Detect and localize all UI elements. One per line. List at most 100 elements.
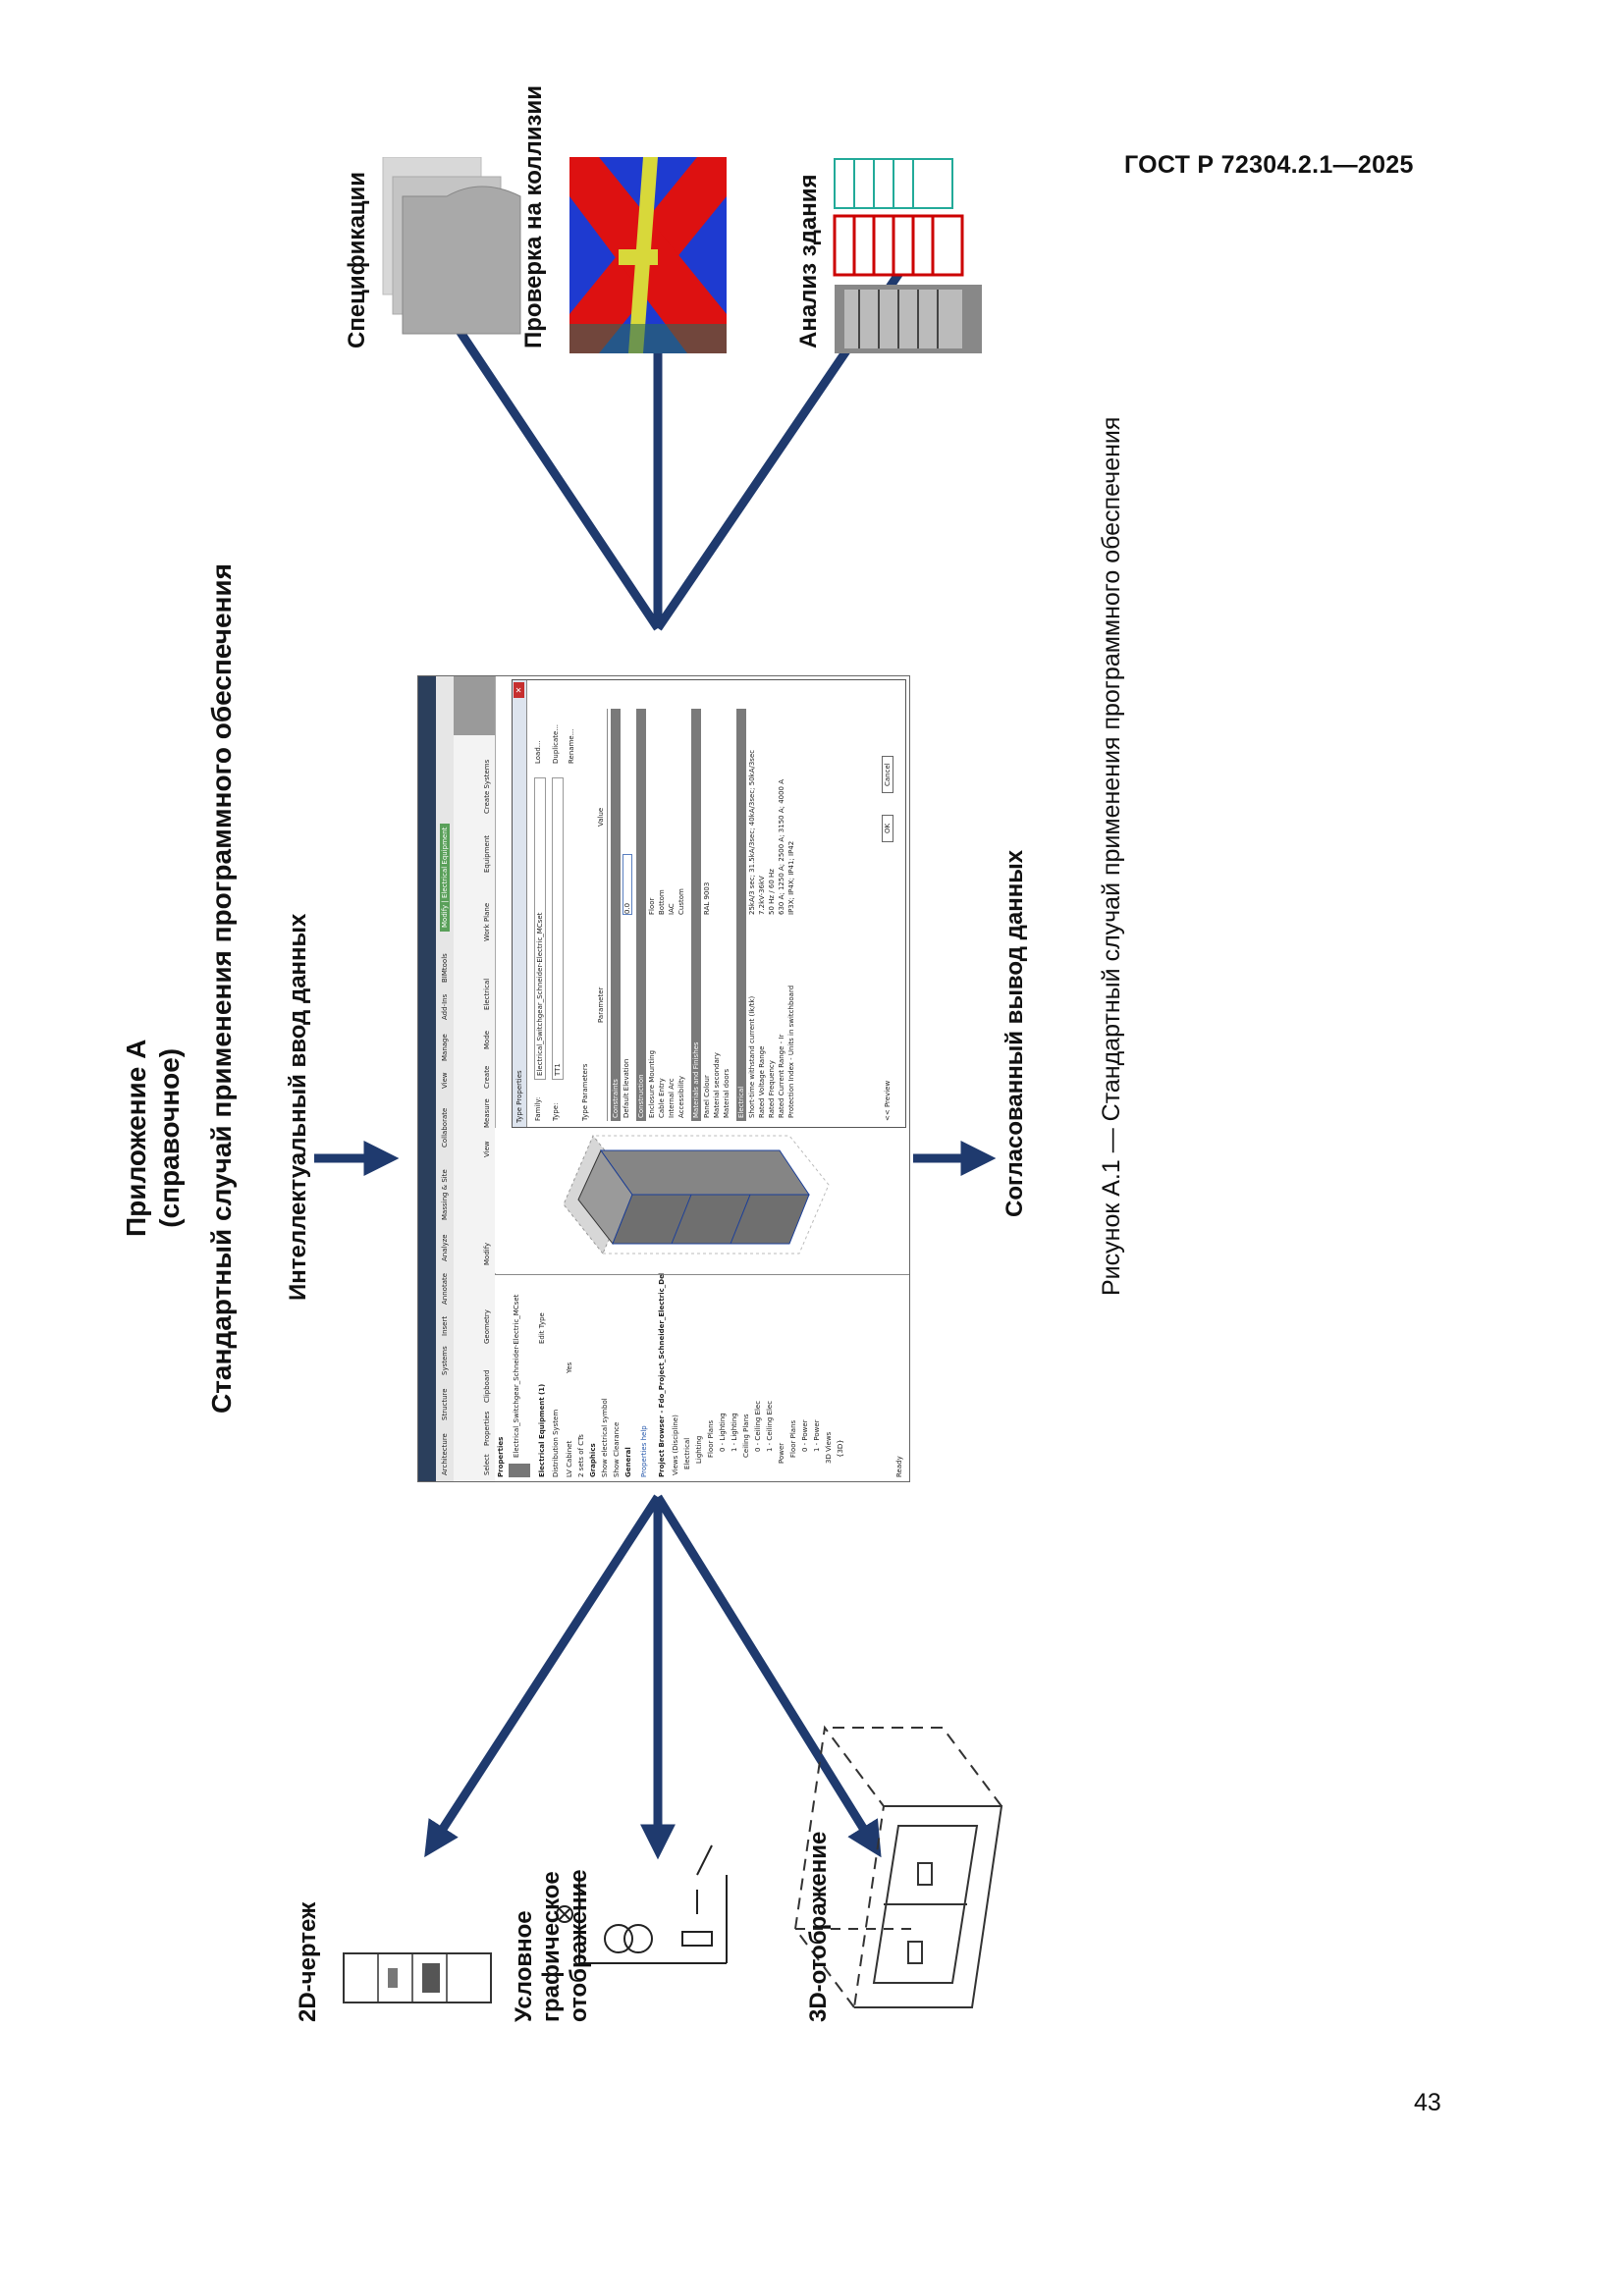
document-standard-code: ГОСТ Р 72304.2.1—2025 — [1124, 151, 1414, 179]
browser-item[interactable]: Views (Discipline) — [672, 1415, 679, 1475]
browser-item[interactable]: Floor Plans — [789, 1419, 797, 1458]
param-row: Material secondary — [713, 1052, 721, 1118]
type-dropdown[interactable]: TT1 — [552, 777, 564, 1080]
ribbon-group[interactable]: Mode — [483, 1030, 491, 1049]
browser-item[interactable]: 3D Views — [825, 1431, 833, 1464]
family-name[interactable]: Electrical_Switchgear_Schneider-Electric… — [513, 1294, 520, 1458]
param-value[interactable]: 7.2kV-36kV — [758, 876, 766, 915]
type-properties-dialog: Type Properties ✕ Family: Electrical_Swi… — [512, 679, 906, 1128]
ribbon-group[interactable]: Create — [483, 1065, 491, 1089]
browser-item[interactable]: Floor Plans — [707, 1419, 715, 1458]
section-row: Electrical — [736, 709, 746, 1121]
browser-item[interactable]: 0 - Ceiling Elec — [754, 1400, 762, 1452]
ribbon-tab[interactable]: Massing & Site — [441, 1169, 449, 1220]
ribbon-tab[interactable]: Analyze — [441, 1234, 449, 1261]
browser-item[interactable]: 1 - Power — [813, 1419, 821, 1452]
arrow-to-2d — [424, 1494, 662, 1858]
properties-panel: Properties Electrical_Switchgear_Schneid… — [495, 1184, 909, 1481]
prop-row: Show Clearance — [613, 1421, 621, 1477]
prop-row: Graphics — [589, 1443, 597, 1477]
ribbon-group[interactable]: Clipboard — [483, 1369, 491, 1403]
ribbon-group[interactable]: Measure — [483, 1098, 491, 1128]
label-2d-drawing: 2D-чертеж — [295, 1901, 321, 2022]
cancel-button[interactable]: Cancel — [882, 756, 893, 793]
figure-subtitle: Стандартный случай применения программно… — [206, 563, 237, 1414]
ribbon-group[interactable]: Select — [483, 1454, 491, 1475]
browser-item[interactable]: 1 - Lighting — [731, 1413, 738, 1452]
param-value[interactable]: IP3X; IP4X; IP41; IP42 — [787, 840, 795, 915]
param-row: Default Elevation — [623, 1058, 630, 1118]
browser-item[interactable]: Lighting — [695, 1435, 703, 1464]
param-value[interactable]: 50 Hz / 60 Hz — [768, 869, 776, 915]
ribbon-tab[interactable]: View — [441, 1072, 449, 1089]
browser-item[interactable]: Ceiling Plans — [742, 1414, 750, 1458]
ribbon-group[interactable]: Geometry — [483, 1309, 491, 1344]
param-value[interactable]: 25kA/3 sec; 31.5kA/3sec; 40kA/3sec; 50kA… — [748, 749, 756, 915]
prop-row: LV Cabinet — [566, 1440, 573, 1477]
edit-type-button[interactable]: Edit Type — [538, 1312, 546, 1344]
ribbon-tab[interactable]: Add-Ins — [441, 993, 449, 1020]
output-label: Согласованный вывод данных — [1001, 849, 1028, 1217]
ribbon-tab[interactable]: BIMtools — [441, 953, 449, 983]
dialog-close-icon[interactable]: ✕ — [514, 682, 524, 698]
ribbon-group[interactable]: Equipment — [483, 835, 491, 873]
browser-item[interactable]: 0 - Power — [801, 1419, 809, 1452]
label-specifications: Спецификации — [344, 171, 370, 348]
prop-row: Show electrical symbol — [601, 1398, 609, 1477]
browser-item[interactable]: Power — [778, 1442, 785, 1464]
ribbon-group[interactable]: Electrical — [483, 978, 491, 1010]
properties-help-link[interactable]: Properties help — [640, 1425, 648, 1477]
browser-item[interactable]: Electrical — [683, 1437, 691, 1469]
status-bar: Ready — [895, 1456, 903, 1477]
param-value[interactable]: RAL 9003 — [703, 881, 711, 915]
browser-item[interactable]: 1 - Ceiling Elec — [766, 1400, 774, 1452]
browser-item[interactable]: {3D} — [837, 1439, 844, 1458]
ribbon-tabs: Architecture Structure Systems Insert An… — [436, 676, 455, 1481]
section-row: Materials and Finishes — [691, 709, 701, 1121]
ribbon-group[interactable]: Properties — [483, 1411, 491, 1446]
label-building-analysis: Анализ здания — [795, 174, 822, 348]
page-number: 43 — [1414, 2089, 1441, 2116]
browser-item[interactable]: 0 - Lighting — [719, 1413, 727, 1452]
ribbon-tab[interactable]: Systems — [441, 1346, 449, 1375]
col-parameter: Parameter — [597, 987, 605, 1023]
dialog-title: Type Properties — [515, 1070, 523, 1123]
type-parameters-label: Type Parameters — [581, 1063, 589, 1121]
family-label: Family: — [534, 1096, 542, 1121]
model-viewport[interactable] — [495, 1128, 907, 1273]
ribbon-tab-active[interactable]: Modify | Electrical Equipment — [440, 823, 450, 932]
duplicate-button[interactable]: Duplicate... — [552, 723, 560, 764]
param-value[interactable]: IAC — [668, 903, 676, 915]
ribbon-tab[interactable]: Manage — [441, 1034, 449, 1061]
ribbon-tab[interactable]: Structure — [441, 1388, 449, 1420]
ribbon-group[interactable]: Work Plane — [483, 902, 491, 941]
param-value[interactable]: 630 A; 1250 A; 2500 A; 3150 A; 4000 A — [778, 778, 785, 915]
param-value[interactable]: Custom — [677, 888, 685, 915]
rename-button[interactable]: Rename... — [568, 728, 575, 764]
param-row: Short-time withstand current (Ik/tk) — [748, 995, 756, 1118]
type-label: Type: — [552, 1102, 560, 1121]
param-row: Accessibility — [677, 1075, 685, 1118]
param-row: Enclosure Mounting — [648, 1049, 656, 1118]
ribbon-tab[interactable]: Collaborate — [441, 1107, 449, 1148]
preview-button[interactable]: << Preview — [884, 1080, 892, 1121]
ribbon-tab[interactable]: Insert — [441, 1315, 449, 1336]
param-value[interactable]: Floor — [648, 897, 656, 915]
ribbon-group[interactable]: Create Systems — [483, 759, 491, 814]
param-value[interactable]: Bottom — [658, 889, 666, 915]
equipment-section: Electrical Equipment (1) — [538, 1383, 546, 1477]
label-clash-detection: Проверка на коллизии — [520, 85, 547, 348]
clash-detection-image — [569, 157, 727, 353]
family-dropdown[interactable]: Electrical_Switchgear_Schneider-Electric… — [534, 777, 546, 1080]
ribbon-tab[interactable]: Annotate — [441, 1272, 449, 1305]
ok-button[interactable]: OK — [882, 814, 893, 842]
drawing-2d-image — [343, 1952, 492, 2003]
ribbon-tab[interactable]: Architecture — [441, 1433, 449, 1475]
ribbon-group[interactable]: View — [483, 1141, 491, 1157]
param-value-input[interactable]: 0.0 — [623, 854, 632, 915]
param-row: Material doors — [723, 1068, 731, 1118]
input-label: Интеллектуальный ввод данных — [285, 913, 311, 1301]
prop-row: General — [624, 1447, 632, 1477]
ribbon-group[interactable]: Modify — [483, 1242, 491, 1265]
load-button[interactable]: Load... — [534, 740, 542, 764]
